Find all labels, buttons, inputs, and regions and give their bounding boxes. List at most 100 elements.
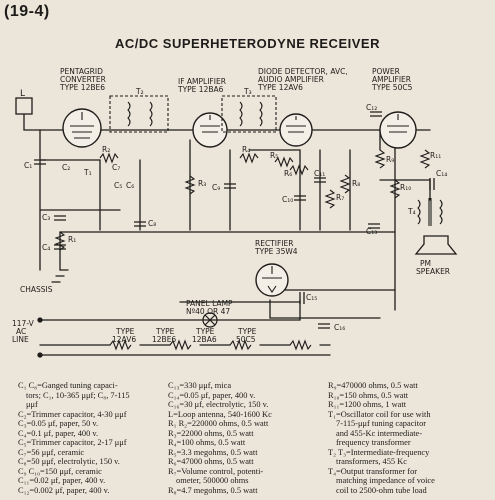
converter-label-3: TYPE 12BE6 <box>59 83 105 92</box>
label-c2: C₂ <box>62 163 70 172</box>
label-c10: C₁₀ <box>282 195 293 204</box>
capacitor-c8 <box>134 221 146 227</box>
label-speaker: SPEAKER <box>416 267 450 276</box>
capacitor-c11 <box>314 177 326 183</box>
label-r8: R₈ <box>352 179 360 188</box>
label-c7: C₇ <box>112 163 120 172</box>
parts-list-line: R₁₀=150 ohms, 0.5 watt <box>328 390 409 400</box>
capacitor-c10 <box>294 195 306 201</box>
parts-list-line: C₂=Trimmer capacitor, 4-30 μμf <box>18 409 127 419</box>
label-pm: PM <box>420 259 431 268</box>
converter-tube <box>62 108 102 148</box>
parts-list-line: T₄=Output transformer for <box>328 466 418 476</box>
page-number: (19-4) <box>4 3 50 20</box>
parts-list-line: C₁₃=330 μμf, mica <box>168 381 232 390</box>
parts-list-line: C₃=0.05 μf, paper, 50 v. <box>18 419 99 429</box>
parts-list-line: C₇=56 μμf, ceramic <box>18 447 85 457</box>
capacitor-c14 <box>429 178 435 190</box>
heater-4-label-2: 50C5 <box>236 335 256 344</box>
rectifier-label-1: RECTIFIER <box>255 239 293 248</box>
parts-list-line: C₁ C₈=Ganged tuning capaci- <box>18 381 118 390</box>
capacitor-c13 <box>368 223 380 229</box>
parts-list-line: 7-115-μμf tuning capacitor <box>336 419 427 429</box>
parts-list-line: C₈=50 μμf, electrolytic, 150 v. <box>18 457 120 467</box>
label-t4: T₄ <box>407 207 416 216</box>
power-label-2: AMPLIFIER <box>372 75 411 84</box>
label-c1: C₁ <box>24 161 32 170</box>
schematic-diagram: PENTAGRID CONVERTER TYPE 12BE6 IF AMPLIF… <box>12 67 458 358</box>
power-amplifier-tube <box>379 111 417 149</box>
label-r4: R₄ <box>242 145 250 154</box>
label-c13: C₁₃ <box>366 227 377 236</box>
parts-list-line: R₇=Volume control, potenti- <box>168 466 264 476</box>
parts-list-column-3: R₉=470000 ohms, 0.5 watt R₁₀=150 ohms, 0… <box>328 381 493 496</box>
label-t1: T₁ <box>83 168 92 177</box>
parts-list-column-2: C₁₃=330 μμf, mica C₁₄=0.05 μf, paper, 40… <box>168 381 338 496</box>
resistor-r8 <box>339 174 351 194</box>
label-r5: R₅ <box>270 151 278 160</box>
resistor-r10 <box>389 179 401 199</box>
panel-lamp <box>202 312 218 328</box>
label-c16: C₁₆ <box>334 323 345 332</box>
resistor-r6 <box>289 164 309 176</box>
converter-label-2: CONVERTER <box>60 75 106 84</box>
resistor-r11 <box>419 149 431 169</box>
capacitor-c4 <box>54 244 66 250</box>
label-r2: R₂ <box>102 145 110 154</box>
parts-list-line: frequency transformer <box>336 438 411 448</box>
label-r3: R₃ <box>198 179 206 188</box>
parts-list-line: R₉=470000 ohms, 0.5 watt <box>328 381 418 390</box>
transformer-t3-box <box>221 95 277 133</box>
parts-list-line: C₄=0.1 μf, paper, 400 v. <box>18 428 99 438</box>
parts-list-line: coil to 2500-ohm tube load <box>336 486 427 496</box>
power-label-3: TYPE 50C5 <box>371 83 413 92</box>
parts-list-line: C₁₂=0.002 μf, paper, 400 v. <box>18 486 110 496</box>
label-c5: C₅ <box>114 181 122 190</box>
rectifier-tube <box>255 263 289 297</box>
resistor-r3 <box>184 175 196 195</box>
capacitor-c3 <box>54 215 66 221</box>
label-r1: R₁ <box>68 235 76 244</box>
resistor-r2 <box>99 152 119 164</box>
capacitor-c16 <box>318 323 330 329</box>
heater-3-label-1: TYPE <box>195 327 215 336</box>
detector-label-2: AUDIO AMPLIFIER <box>258 75 324 84</box>
if-amplifier-tube <box>192 112 228 148</box>
label-r6: R₆ <box>284 169 292 178</box>
if-amp-label-1: IF AMPLIFIER <box>178 77 226 86</box>
capacitor-c9 <box>224 183 236 189</box>
resistor-r4 <box>239 152 259 164</box>
label-c3: C₃ <box>42 213 50 222</box>
parts-list-line: R₁₁=1200 ohms, 1 watt <box>328 400 407 410</box>
label-r10: R₁₀ <box>400 183 411 192</box>
resistor-r7 <box>324 189 336 209</box>
detector-label-3: TYPE 12AV6 <box>257 83 303 92</box>
label-line-3: LINE <box>12 335 29 344</box>
label-c12: C₁₂ <box>366 103 377 112</box>
capacitor-c15 <box>299 292 305 304</box>
parts-list-line: R₃=22000 ohms, 0.5 watt <box>168 428 254 438</box>
label-r11: R₁₁ <box>430 151 441 160</box>
label-t3: T₃ <box>243 87 252 96</box>
transformer-t2-box <box>109 95 169 133</box>
parts-list-line: C₉ C₁₀=150 μμf, ceramic <box>18 466 102 476</box>
label-line-1: 117-V <box>12 319 35 328</box>
label-c6: C₆ <box>126 181 134 190</box>
detector-label-1: DIODE DETECTOR, AVC, <box>258 67 348 76</box>
heater-4-label-1: TYPE <box>237 327 257 336</box>
heater-1-label-1: TYPE <box>115 327 135 336</box>
parts-list-line: R₈=4.7 megohms, 0.5 watt <box>168 486 258 496</box>
label-c14: C₁₄ <box>436 169 447 178</box>
label-r7: R₇ <box>336 193 344 202</box>
diagram-title: AC/DC SUPERHETERODYNE RECEIVER <box>115 36 380 51</box>
parts-list-line: T₁=Oscillator coil for use with <box>328 409 431 419</box>
parts-list-line: and 455-Kc intermediate- <box>336 428 423 438</box>
rectifier-label-2: TYPE 35W4 <box>254 247 298 256</box>
transformer-t4 <box>417 198 443 226</box>
label-c15: C₁₅ <box>306 293 317 302</box>
parts-list-line: matching impedance of voice <box>336 476 435 486</box>
detector-tube <box>279 113 313 147</box>
label-c9: C₉ <box>212 183 220 192</box>
parts-list-line: C₁₁=0.02 μf, paper, 400 v. <box>18 476 106 486</box>
resistor-r1 <box>54 231 66 251</box>
